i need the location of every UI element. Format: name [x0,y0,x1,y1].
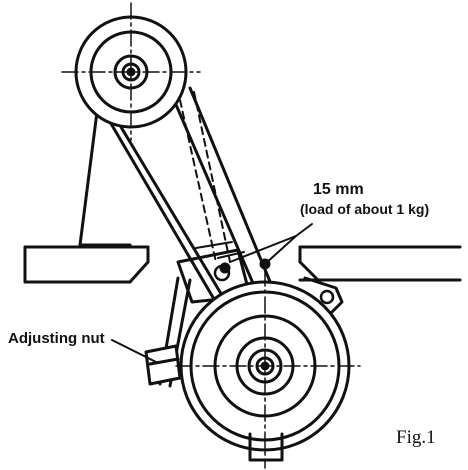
deflection-label: 15 mm [313,181,364,198]
bottom-pulley-center-lines [175,269,361,469]
deflection-marker [195,223,313,274]
load-label: (load of about 1 kg) [300,201,430,217]
top-bracket [78,110,132,247]
belt-deflection-dashed [179,91,231,263]
adjusting-bolt [144,276,192,388]
adjusting-nut-label: Adjusting nut [8,330,105,347]
figure-caption: Fig.1 [396,427,436,448]
adjusting-nut-leader [111,339,157,363]
base-plate [23,245,462,284]
top-pulley-center-lines [61,2,201,141]
